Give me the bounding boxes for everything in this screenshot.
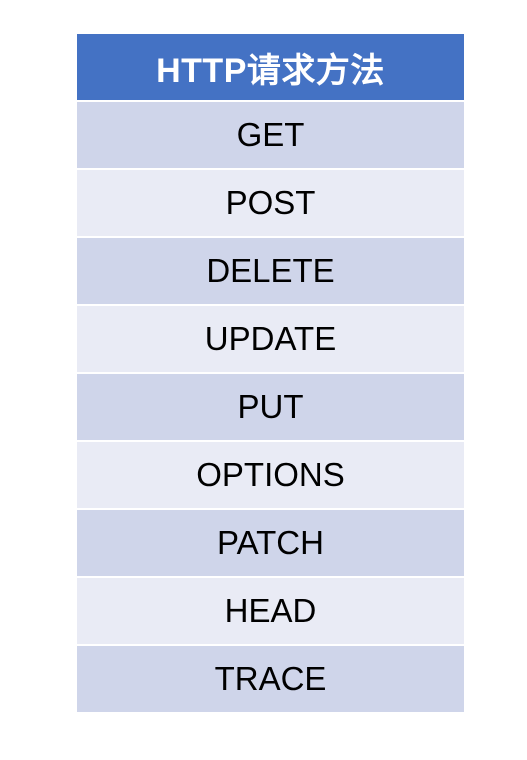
table-header: HTTP请求方法: [77, 34, 464, 100]
table-row: POST: [77, 170, 464, 236]
table-row: HEAD: [77, 578, 464, 644]
table-row: OPTIONS: [77, 442, 464, 508]
table-row: GET: [77, 102, 464, 168]
table-row: TRACE: [77, 646, 464, 712]
table-row: PATCH: [77, 510, 464, 576]
table-row: PUT: [77, 374, 464, 440]
http-methods-table: HTTP请求方法 GET POST DELETE UPDATE PUT OPTI…: [77, 34, 464, 712]
table-row: DELETE: [77, 238, 464, 304]
table-row: UPDATE: [77, 306, 464, 372]
